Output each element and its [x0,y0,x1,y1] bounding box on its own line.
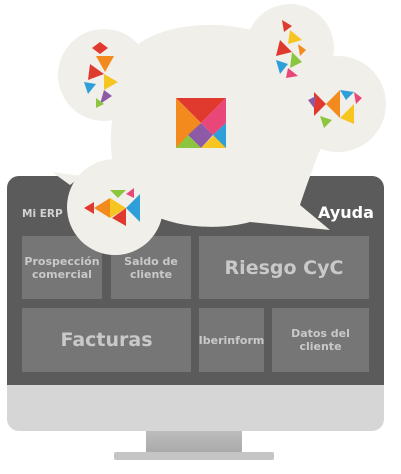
tangram-fish-icon [84,188,140,226]
tile-iberinform-label: Iberinform [198,333,265,347]
tile-saldo-label: Saldo de cliente [124,254,178,281]
tangram-runner-icon [276,20,306,78]
monitor-stand-neck [146,431,242,453]
tile-facturas-label: Facturas [60,329,153,351]
tile-datos-label: Datos del cliente [291,327,350,353]
tile-prospeccion-label: Prospección comercial [24,254,100,281]
tangram-bird-icon [308,90,362,128]
tile-datos-del-cliente[interactable]: Datos del cliente [272,308,369,372]
tangram-square-icon [176,98,226,148]
tile-iberinform[interactable]: Iberinform [199,308,264,372]
tile-riesgo-label: Riesgo CyC [224,256,344,279]
tangram-person-icon [84,42,118,108]
app-label: Mi ERP [22,208,63,220]
help-label[interactable]: Ayuda [318,203,374,222]
monitor-stand-base [114,452,274,460]
tile-riesgo-cyc[interactable]: Riesgo CyC [199,236,369,299]
tile-facturas[interactable]: Facturas [22,308,191,372]
